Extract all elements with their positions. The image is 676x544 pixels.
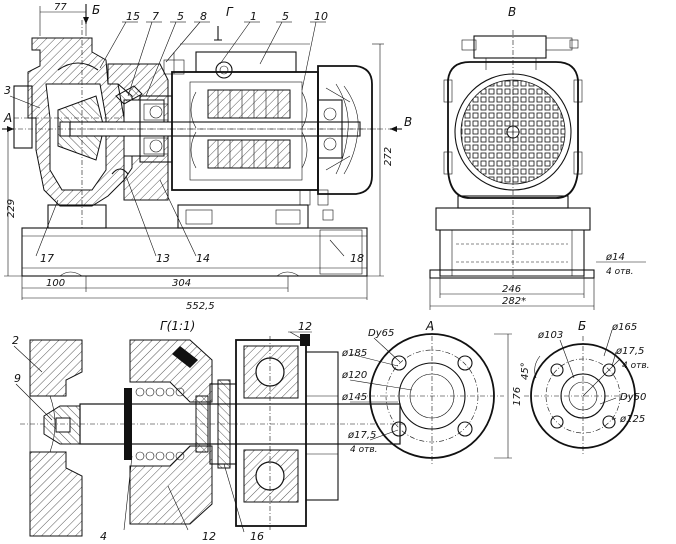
dim-272: 272 bbox=[383, 147, 394, 166]
view-v-title: В bbox=[508, 5, 516, 19]
section-leader-lines bbox=[13, 331, 312, 533]
section-part-4-label: 4 bbox=[100, 530, 107, 543]
dim-304: 304 bbox=[172, 278, 191, 289]
view-a-title: А bbox=[425, 319, 434, 333]
end-view-v: В 246 282* bbox=[429, 5, 646, 310]
section-g-title: Г(1:1) bbox=[160, 319, 195, 333]
view-b-dia-17-5: ø17,5 bbox=[615, 346, 644, 357]
part-8-label: 8 bbox=[200, 10, 207, 23]
part-15-label: 15 bbox=[126, 10, 140, 23]
section-part-2-label: 2 bbox=[12, 334, 19, 347]
view-a-dia-185: ø185 bbox=[341, 348, 367, 359]
view-a-dia-17-5: ø17,5 bbox=[347, 430, 376, 441]
cut-g-label: Г bbox=[226, 5, 234, 19]
part-10-label: 10 bbox=[314, 10, 328, 23]
part-3-label: 3 bbox=[4, 84, 11, 97]
dim-14-hole: ø14 bbox=[605, 252, 625, 263]
dim-14-hole-count: 4 отв. bbox=[606, 267, 634, 277]
view-b-holes: 4 отв. bbox=[622, 361, 650, 371]
flange-view-b: Б ø103 ø165 ø17,5 4 отв. Dy50 ø125 45° bbox=[520, 319, 650, 456]
dim-100: 100 bbox=[46, 278, 65, 289]
view-a-holes: 4 отв. bbox=[350, 445, 378, 455]
view-a-dy65: Dy65 bbox=[368, 328, 394, 339]
part-17-label: 17 bbox=[40, 252, 54, 265]
part-5-label-right: 5 bbox=[282, 10, 289, 23]
dim-552-5: 552,5 bbox=[186, 301, 215, 312]
dim-282: 282* bbox=[502, 296, 526, 307]
view-b-angle-45: 45° bbox=[520, 362, 531, 380]
section-part-16-label: 16 bbox=[250, 530, 264, 543]
seal-spring bbox=[135, 387, 185, 461]
part-5-label-left: 5 bbox=[177, 10, 184, 23]
leader-lines bbox=[9, 21, 345, 257]
part-13-label: 13 bbox=[156, 252, 170, 265]
flange-view-a: А Dy65 ø185 ø120 ø145 ø17,5 4 отв. 176 bbox=[341, 319, 523, 466]
view-b-title: Б bbox=[578, 319, 586, 333]
view-b-dia-103: ø103 bbox=[537, 330, 563, 341]
part-1-label: 1 bbox=[250, 10, 257, 23]
section-part-12-label-top: 12 bbox=[298, 320, 312, 333]
view-b-dy50: Dy50 bbox=[620, 392, 646, 403]
view-b-dia-165: ø165 bbox=[611, 322, 637, 333]
view-a-dia-120: ø120 bbox=[341, 370, 367, 381]
stator-windings bbox=[190, 89, 308, 169]
part-7-label: 7 bbox=[152, 10, 159, 23]
section-g-view: Г(1:1) bbox=[12, 319, 405, 543]
section-part-12-label-bottom: 12 bbox=[202, 530, 216, 543]
dim-229: 229 bbox=[6, 199, 17, 218]
part-18-label: 18 bbox=[350, 252, 364, 265]
front-view: А В Б Г 15 bbox=[2, 2, 412, 312]
section-part-9-label: 9 bbox=[14, 372, 21, 385]
view-a-dia-145: ø145 bbox=[341, 392, 367, 403]
view-a-dim-176: 176 bbox=[512, 387, 523, 406]
dim-77: 77 bbox=[54, 2, 67, 13]
arrow-b-label: Б bbox=[92, 3, 100, 17]
view-b-dia-125: ø125 bbox=[619, 414, 645, 425]
arrow-v-label: В bbox=[404, 115, 412, 129]
dim-246: 246 bbox=[502, 284, 521, 295]
part-14-label: 14 bbox=[196, 252, 210, 265]
arrow-a-label: А bbox=[3, 111, 12, 125]
